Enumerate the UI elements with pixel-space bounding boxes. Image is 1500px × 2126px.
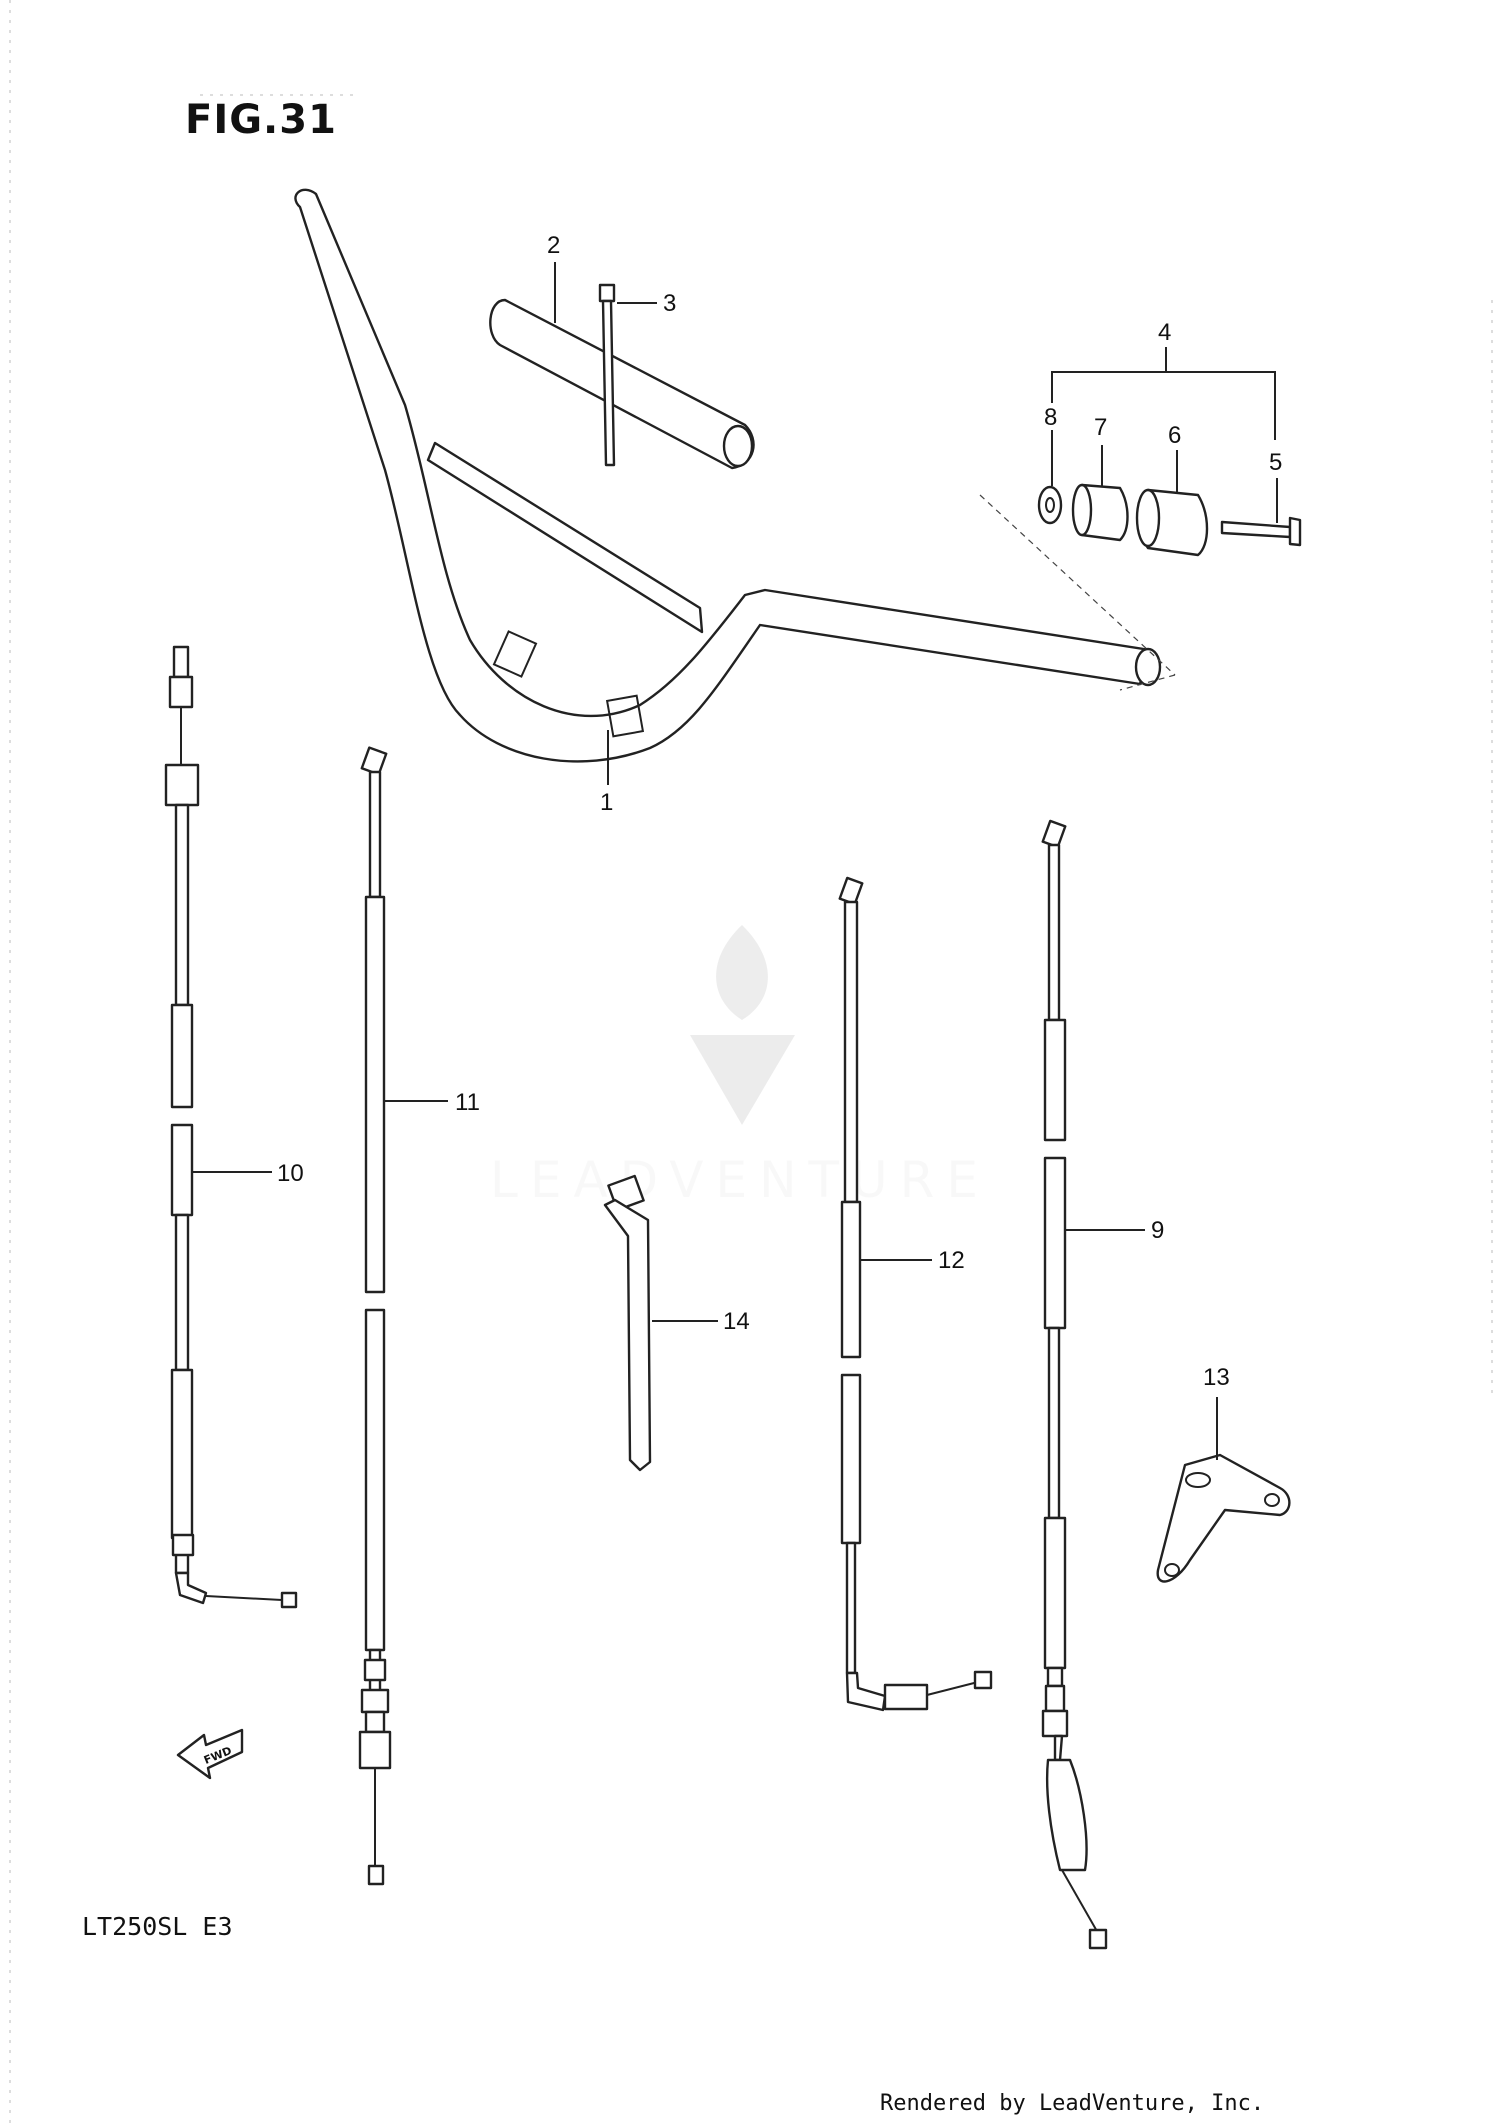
watermark-text: LEADVENTURE [490, 1151, 990, 1209]
cable-part-9[interactable] [1041, 819, 1108, 1950]
callout-12: 12 [938, 1247, 965, 1274]
watermark-v-icon [690, 1035, 795, 1125]
callout-13: 13 [1203, 1364, 1230, 1391]
callout-4: 4 [1158, 319, 1171, 346]
cable-tie-part-3[interactable] [598, 283, 616, 467]
washer-part-8[interactable] [1037, 485, 1063, 525]
leader-4-bracket [1051, 371, 1276, 440]
callout-5: 5 [1269, 449, 1282, 476]
callout-1: 1 [600, 789, 613, 816]
handlebar-pad-part-2[interactable] [489, 298, 755, 470]
balancer-part-6[interactable] [1135, 488, 1209, 557]
throttle-cable-part-10[interactable] [164, 645, 298, 1609]
callout-9: 9 [1151, 1217, 1164, 1244]
balancer-part-7[interactable] [1071, 483, 1129, 542]
callout-14: 14 [723, 1308, 750, 1335]
band-part-14[interactable] [603, 1174, 652, 1472]
watermark-flame-icon [716, 925, 768, 1020]
rear-brake-cable-part-12[interactable] [838, 876, 993, 1712]
fwd-arrow-icon: FWD [176, 1728, 244, 1780]
figure-title: FIG.31 [185, 97, 337, 143]
callout-11: 11 [455, 1089, 480, 1116]
callout-3: 3 [663, 290, 676, 317]
brake-cable-part-11[interactable] [358, 746, 392, 1886]
handlebar-part-1[interactable] [294, 188, 1176, 763]
bolt-part-5[interactable] [1220, 516, 1302, 547]
footer-credit: Rendered by LeadVenture, Inc. [880, 2091, 1264, 2116]
callout-10: 10 [277, 1160, 304, 1187]
callout-7: 7 [1094, 414, 1107, 441]
callout-8: 8 [1044, 404, 1057, 431]
bracket-part-13[interactable] [1156, 1453, 1291, 1583]
callout-2: 2 [547, 232, 560, 259]
callout-6: 6 [1168, 422, 1181, 449]
watermark: LEADVENTURE [490, 925, 990, 1209]
model-code: LT250SL E3 [82, 1912, 233, 1941]
